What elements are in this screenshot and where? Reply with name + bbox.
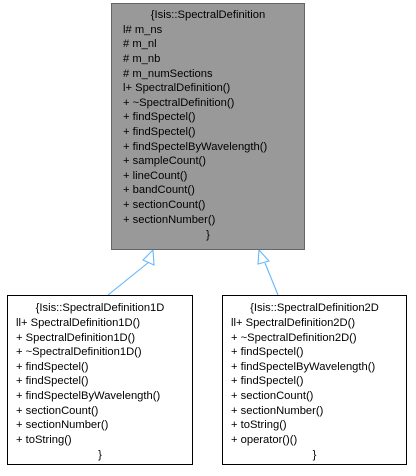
member-item: + findSpectelByWavelength() — [123, 141, 268, 153]
closing-brace: } — [206, 229, 210, 241]
member-item: l# m_ns — [123, 24, 163, 36]
member-item: + sectionCount() — [123, 199, 206, 211]
class-title: {Isis::SpectralDefinition — [150, 9, 266, 21]
class-title: {Isis::SpectralDefinition2D — [250, 302, 379, 314]
member-item: ll+ SpectralDefinition1D() — [16, 317, 141, 329]
member-item: + findSpectel() — [16, 361, 89, 373]
member-item: ll+ SpectralDefinition2D() — [231, 317, 356, 329]
member-item: + sectionNumber() — [123, 214, 216, 226]
member-item: + sectionNumber() — [231, 405, 324, 417]
class-title: {Isis::SpectralDefinition1D — [35, 302, 165, 314]
member-item: + sectionNumber() — [16, 419, 109, 431]
member-item: l+ SpectralDefinition() — [123, 82, 231, 94]
member-item: + lineCount() — [123, 170, 188, 182]
member-item: + findSpectel() — [123, 126, 196, 138]
member-item: + toString() — [16, 434, 72, 446]
member-item: + findSpectelByWavelength() — [16, 390, 161, 402]
member-item: + ~SpectralDefinition1D() — [16, 346, 142, 358]
member-item: + findSpectel() — [16, 375, 89, 387]
member-item: + findSpectelByWavelength() — [231, 361, 376, 373]
member-item: + sectionCount() — [231, 390, 314, 402]
member-item: + ~SpectralDefinition2D() — [231, 332, 357, 344]
member-item: # m_nb — [123, 53, 161, 65]
class-node-spectral-definition-2d[interactable]: {Isis::SpectralDefinition2D ll+ Spectral… — [222, 295, 407, 465]
member-item: + findSpectel() — [231, 346, 304, 358]
member-item: + findSpectel() — [123, 111, 196, 123]
closing-brace: } — [98, 449, 102, 461]
class-node-spectral-definition-1d[interactable]: {Isis::SpectralDefinition1D ll+ Spectral… — [7, 295, 193, 465]
member-item: + ~SpectralDefinition() — [123, 97, 235, 109]
member-item: + toString() — [231, 419, 287, 431]
member-item: # m_numSections — [123, 68, 213, 80]
member-item: + bandCount() — [123, 184, 195, 196]
member-item: + SpectralDefinition1D() — [16, 332, 136, 344]
closing-brace: } — [312, 449, 317, 461]
member-item: # m_nl — [123, 38, 157, 50]
member-item: + sectionCount() — [16, 405, 99, 417]
member-item: + operator()() — [231, 434, 298, 446]
class-node-spectral-definition[interactable]: {Isis::SpectralDefinition l# m_ns # m_nl… — [111, 3, 305, 250]
member-item: + findSpectel() — [231, 375, 304, 387]
member-item: + sampleCount() — [123, 155, 207, 167]
edge-1d-to-base — [107, 248, 155, 296]
edge-2d-to-base — [257, 248, 279, 296]
